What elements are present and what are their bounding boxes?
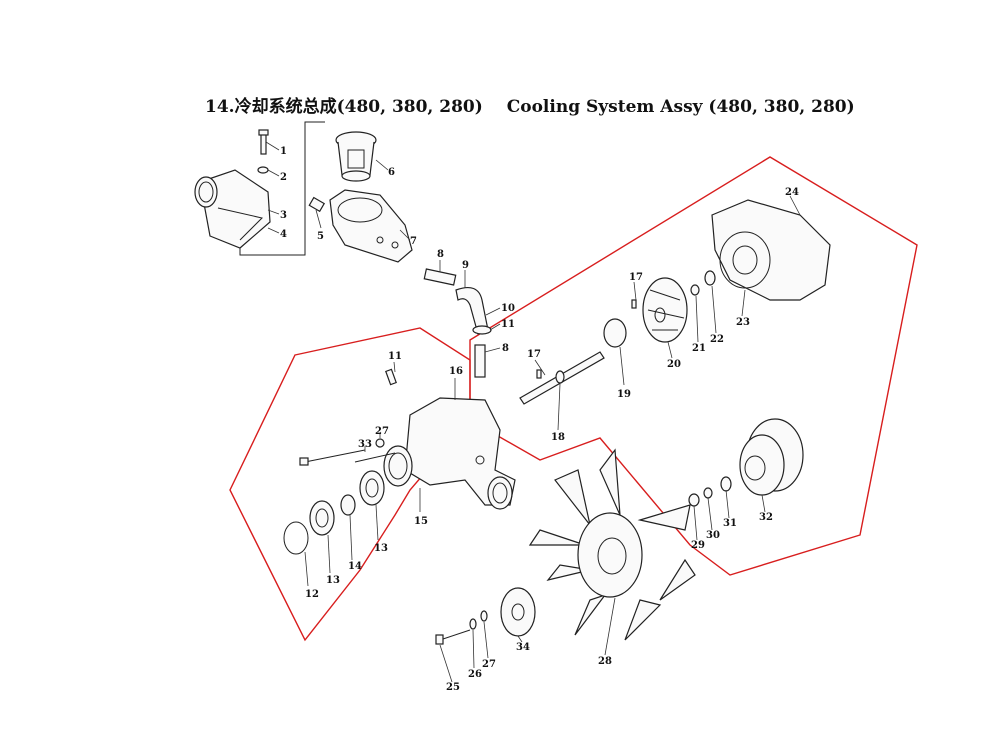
callout-14: 14 [348,561,362,572]
callout-5: 5 [317,231,324,242]
callout-2: 2 [280,172,287,183]
callout-30: 30 [706,530,720,541]
callout-8-top: 8 [437,249,444,260]
callout-31: 31 [723,518,737,529]
part-snap-ring-12 [283,521,309,555]
part-water-seal-19 [603,318,627,348]
part-pulley-32 [739,418,804,496]
part-fan-spacer-34 [500,587,536,637]
callout-12: 12 [305,589,319,600]
part-thermostat-seat-7 [329,189,413,263]
part-washer-2 [257,166,269,174]
callout-24: 24 [785,187,799,198]
callout-labels: 1 2 3 4 5 6 7 8 9 10 11 8 11 12 13 13 14… [280,146,799,693]
part-long-bolts [299,449,396,466]
part-washer-21 [690,284,700,296]
callout-15: 15 [414,516,428,527]
callout-7: 7 [410,236,417,247]
callout-29: 29 [691,540,705,551]
part-hose-fitting-8 [423,268,457,286]
leader-lines [265,141,801,683]
callout-27-right: 27 [482,659,496,670]
callout-9: 9 [462,260,469,271]
part-pump-cover-23 [711,199,831,301]
part-bolt-11 [385,368,397,386]
callout-18: 18 [551,432,565,443]
callout-21: 21 [692,343,706,354]
boundary-right-group [469,156,918,576]
part-pump-body-15 [383,397,516,510]
callout-22: 22 [710,334,724,345]
part-impeller-20 [642,277,688,343]
callout-3: 3 [280,210,287,221]
callout-16: 16 [449,366,463,377]
title-english: Cooling System Assy (480, 380, 280) [506,97,855,117]
part-sensor-5 [308,196,326,213]
callout-11-top: 11 [501,319,515,330]
part-washer-26 [469,618,477,630]
part-hose-clamp-11 [472,325,492,335]
part-hose-fitting-8b [474,344,486,378]
callout-34: 34 [516,642,530,653]
callout-11-left: 11 [388,351,402,362]
boundary-left-group [229,327,471,642]
part-bolt-25 [435,629,471,645]
part-thermostat-housing-3 [194,169,271,249]
callout-13-right: 13 [374,543,388,554]
callout-23: 23 [736,317,750,328]
part-fan-28 [528,448,696,641]
callout-17-left: 17 [527,349,541,360]
callout-17-top: 17 [629,272,643,283]
callout-27-left: 27 [375,426,389,437]
callout-32: 32 [759,512,773,523]
callout-13-left: 13 [326,575,340,586]
part-washer-30 [703,487,713,499]
part-bolt-1 [258,129,269,155]
callout-8-lower: 8 [502,343,509,354]
callout-4: 4 [280,229,287,240]
callout-25: 25 [446,682,460,693]
diagram-title: 14.冷却系统总成(480, 380, 280) Cooling System … [205,92,855,117]
assembly-bracket [239,121,325,256]
part-key-17a [631,299,637,309]
title-chinese: 14.冷却系统总成(480, 380, 280) [205,97,483,117]
part-thermostat-6 [335,131,377,182]
part-washer-27b [480,610,488,622]
part-spacer-14 [340,494,356,516]
part-seal-22 [704,270,716,286]
part-bearing-13b [309,500,335,536]
callout-26: 26 [468,669,482,680]
callout-28: 28 [598,656,612,667]
callout-19: 19 [617,389,631,400]
part-key-17b [536,369,542,379]
callout-1: 1 [280,146,287,157]
part-bearing-13a [359,470,385,506]
callout-6: 6 [388,167,395,178]
part-nut-29 [688,493,700,507]
part-pump-shaft-18 [519,351,605,405]
callout-33: 33 [358,439,372,450]
callout-20: 20 [667,359,681,370]
part-washer-27a [375,438,385,448]
callout-10: 10 [501,303,515,314]
part-washer-31 [720,476,732,492]
